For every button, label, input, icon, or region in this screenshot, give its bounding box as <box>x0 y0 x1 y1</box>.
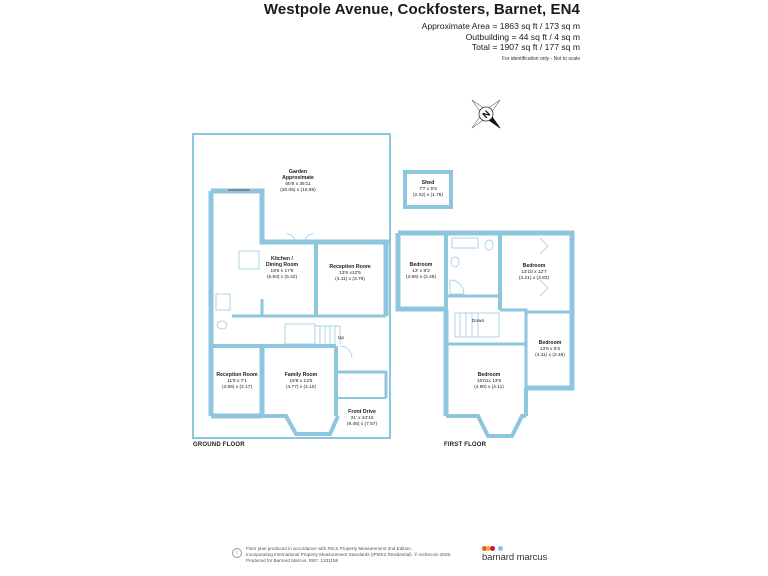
svg-text:13'6 x 8'2: 13'6 x 8'2 <box>540 346 561 352</box>
svg-text:13'10 x 12'7: 13'10 x 12'7 <box>521 269 547 275</box>
svg-text:(4.90) x (4.11): (4.90) x (4.11) <box>474 384 504 390</box>
svg-text:(4.21) x (3.83): (4.21) x (3.83) <box>519 275 550 281</box>
stairs-down-label: Down <box>472 318 485 324</box>
svg-text:7'7 x 5'9: 7'7 x 5'9 <box>419 186 437 192</box>
svg-text:11'8 x 7'1: 11'8 x 7'1 <box>227 378 247 384</box>
info-icon: i <box>232 548 242 558</box>
svg-text:13'6 x12'5: 13'6 x12'5 <box>339 270 361 276</box>
svg-text:15'8 x 13'5: 15'8 x 13'5 <box>290 378 313 384</box>
svg-text:Bedroom: Bedroom <box>478 372 501 378</box>
svg-text:19'5 x 17'9: 19'5 x 17'9 <box>271 268 294 274</box>
svg-text:(5.93) x (5.42): (5.93) x (5.42) <box>267 274 298 280</box>
svg-text:Reception Room: Reception Room <box>329 264 371 270</box>
svg-text:16'01x 13'6: 16'01x 13'6 <box>477 378 502 384</box>
svg-text:(4.77) x (4.10): (4.77) x (4.10) <box>286 384 317 390</box>
svg-text:(3.96) x (2.49): (3.96) x (2.49) <box>406 274 437 280</box>
first-floor-label: FIRST FLOOR <box>444 442 487 448</box>
svg-text:Garden: Garden <box>289 169 307 175</box>
svg-text:(3.56) x (2.17): (3.56) x (2.17) <box>222 384 253 390</box>
first-floor-fixtures <box>449 237 549 338</box>
svg-text:(4.11) x (2.48): (4.11) x (2.48) <box>535 352 565 358</box>
svg-text:(9.46) x (7.57): (9.46) x (7.57) <box>347 421 378 427</box>
room-kitchen-dining: Kitchen / Dining Room 19'5 x 17'9 (5.93)… <box>266 256 299 280</box>
svg-text:Family Room: Family Room <box>285 372 318 378</box>
room-bedroom-3: Bedroom 13'6 x 8'2 (4.11) x (2.48) <box>535 340 565 358</box>
total-area: Total = 1907 sq ft / 177 sq m <box>471 42 580 52</box>
footer-line-3: Produced for Barnard Marcus. REF: 133115… <box>246 558 339 563</box>
room-bedroom-4: Bedroom 16'01x 13'6 (4.90) x (4.11) <box>474 372 504 390</box>
svg-text:Bedroom: Bedroom <box>523 263 546 269</box>
svg-text:Front Drive: Front Drive <box>348 409 376 415</box>
svg-text:Shed: Shed <box>422 180 435 186</box>
outbuilding-plan <box>403 170 453 209</box>
ground-floor-plan <box>192 133 391 439</box>
svg-text:13' x 8'2: 13' x 8'2 <box>412 268 430 274</box>
svg-text:Bedroom: Bedroom <box>539 340 562 346</box>
logo-dots-icon <box>482 545 547 551</box>
svg-text:Reception Room: Reception Room <box>216 372 258 378</box>
svg-text:Approximate: Approximate <box>282 175 314 181</box>
room-front-drive: Front Drive 31' x 24'10 (9.46) x (7.57) <box>347 409 378 427</box>
svg-text:(2.32) x (1.76): (2.32) x (1.76) <box>413 192 444 198</box>
svg-text:31' x 24'10: 31' x 24'10 <box>351 415 374 421</box>
svg-text:Kitchen /: Kitchen / <box>271 256 293 262</box>
ground-floor-label: GROUND FLOOR <box>193 442 245 448</box>
header: Westpole Avenue, Cockfosters, Barnet, EN… <box>264 0 580 62</box>
outbuilding-area: Outbuilding = 44 sq ft / 4 sq m <box>465 31 580 42</box>
room-bedroom-2: Bedroom 13'10 x 12'7 (4.21) x (3.83) <box>519 263 550 281</box>
ground-floor-fixtures <box>215 189 353 359</box>
room-reception-front: Reception Room 11'8 x 7'1 (3.56) x (2.17… <box>216 372 258 390</box>
room-garden: Garden Approximate 65'9 x 35'11 (20.05) … <box>280 169 316 193</box>
footer-line-2: Incorporating International Property Mea… <box>246 552 452 557</box>
property-title: Westpole Avenue, Cockfosters, Barnet, EN… <box>263 1 580 18</box>
svg-text:(4.11) x (3.79): (4.11) x (3.79) <box>335 276 365 282</box>
first-floor-plan <box>395 230 575 438</box>
footer: i Floor plan produced in accordance with… <box>232 546 451 564</box>
stairs-up-label: Up <box>338 335 344 341</box>
room-family: Family Room 15'8 x 13'5 (4.77) x (4.10) <box>285 372 318 390</box>
room-shed: Shed 7'7 x 5'9 (2.32) x (1.76) <box>413 180 444 198</box>
room-reception-rear: Reception Room 13'6 x12'5 (4.11) x (3.79… <box>329 264 371 282</box>
room-bedroom-1: Bedroom 13' x 8'2 (3.96) x (2.49) <box>406 262 437 280</box>
brand-name: barnard marcus <box>482 552 548 563</box>
brand-logo: barnard marcus <box>482 545 547 563</box>
footer-line-1: Floor plan produced in accordance with R… <box>246 546 412 551</box>
disclaimer: For identification only - Not to scale <box>501 55 580 62</box>
svg-text:Dining Room: Dining Room <box>266 262 299 268</box>
compass-letter: N <box>481 109 493 121</box>
svg-text:65'9 x 35'11: 65'9 x 35'11 <box>285 181 311 187</box>
approximate-area: Approximate Area = 1863 sq ft / 173 sq m <box>421 21 580 31</box>
svg-text:Bedroom: Bedroom <box>410 262 433 268</box>
svg-text:(20.05) x (10.95): (20.05) x (10.95) <box>280 187 316 193</box>
compass-north-icon <box>471 99 501 129</box>
